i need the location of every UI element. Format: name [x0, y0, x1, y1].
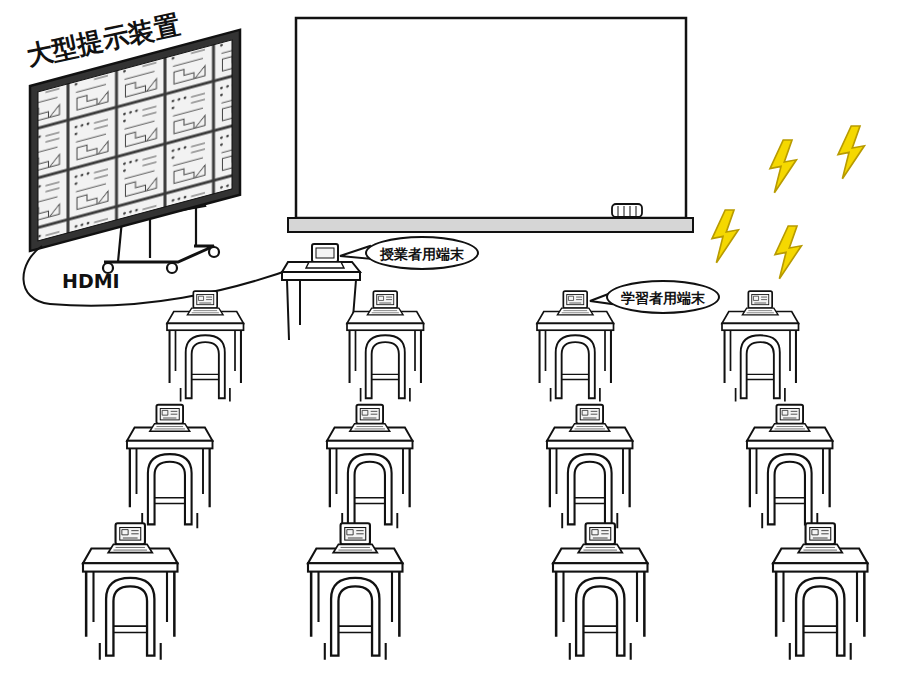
- desk-rows: [83, 291, 868, 660]
- hdmi-cable: [23, 246, 300, 306]
- speech-bubble: 授業者用端末: [365, 236, 479, 270]
- student-desk: [167, 291, 244, 402]
- eraser: [612, 204, 642, 217]
- speech-bubble: 学習者用端末: [606, 280, 720, 314]
- student-desk: [308, 523, 403, 660]
- student-desk: [747, 405, 833, 529]
- student-desk: [327, 405, 413, 529]
- student-desk: [347, 291, 424, 402]
- student-desk: [537, 291, 614, 402]
- student-desk: [722, 291, 799, 402]
- lightning-bolts: [712, 126, 864, 279]
- whiteboard: [288, 18, 693, 232]
- student-desk: [83, 523, 178, 660]
- bubble-text: 授業者用端末: [380, 245, 464, 263]
- student-desk: [127, 405, 213, 529]
- cable-label: HDMI: [62, 270, 120, 292]
- student-desk: [773, 523, 868, 660]
- bubble-text: 学習者用端末: [621, 289, 705, 307]
- student-desk: [553, 523, 648, 660]
- student-desk: [547, 405, 633, 529]
